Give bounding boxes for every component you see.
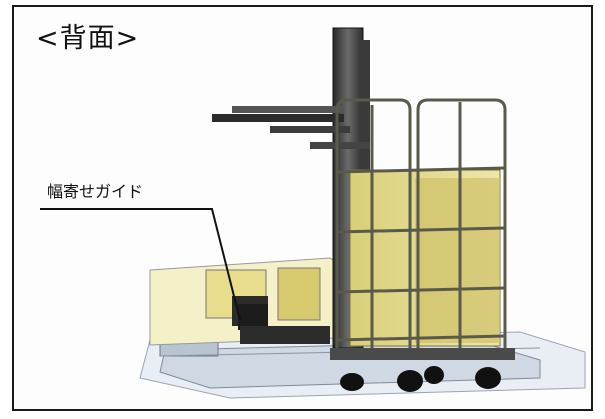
- callout-leader-line: [40, 208, 241, 321]
- view-title: <背面>: [36, 23, 140, 54]
- roll-cage-cart: [330, 98, 515, 360]
- width-alignment-guide: [238, 304, 330, 344]
- cargo-boxes-rear: [149, 257, 337, 346]
- callout-label: 幅寄せガイド: [47, 182, 144, 201]
- forks: [212, 106, 370, 149]
- cart-wheels: [340, 366, 501, 392]
